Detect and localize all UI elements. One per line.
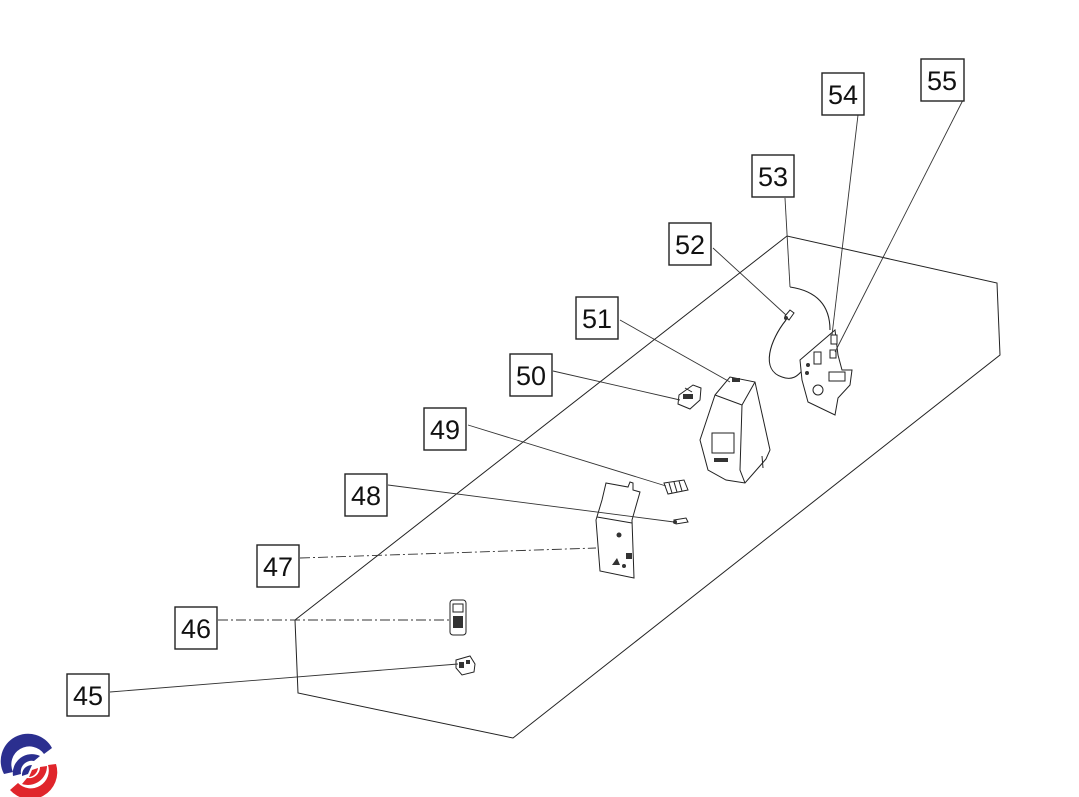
callout-label-48: 48 <box>351 481 381 511</box>
leader-45 <box>109 663 459 693</box>
leader-lines <box>109 99 964 693</box>
callout-48[interactable]: 48 <box>344 473 388 517</box>
callout-label-53: 53 <box>758 162 788 192</box>
callout-label-49: 49 <box>430 415 460 445</box>
leader-52 <box>712 247 787 316</box>
leader-55 <box>834 99 964 353</box>
callout-label-52: 52 <box>675 230 705 260</box>
callout-label-45: 45 <box>73 681 103 711</box>
leader-51 <box>619 319 731 383</box>
leader-47 <box>299 547 597 559</box>
callout-label-55: 55 <box>927 66 957 96</box>
callout-label-47: 47 <box>263 552 293 582</box>
part-50-connector <box>677 384 702 410</box>
callout-47[interactable]: 47 <box>256 544 300 588</box>
leader-50 <box>552 370 681 401</box>
callout-label-54: 54 <box>828 80 858 110</box>
leader-49 <box>467 424 667 487</box>
part-46-display-panel <box>449 599 467 636</box>
callout-label-46: 46 <box>181 614 211 644</box>
callout-55[interactable]: 55 <box>920 58 965 102</box>
callout-49[interactable]: 49 <box>423 407 467 451</box>
leader-54 <box>831 114 859 336</box>
part-45-connector-block <box>455 655 476 676</box>
leader-48 <box>387 484 675 523</box>
callout-label-50: 50 <box>516 361 546 391</box>
callout-50[interactable]: 50 <box>509 353 553 397</box>
brand-logo-icon <box>0 733 58 797</box>
part-51-housing <box>699 376 771 484</box>
part-54-55-control-board <box>799 329 853 416</box>
leader-53 <box>784 197 791 288</box>
callout-54[interactable]: 54 <box>821 72 865 116</box>
callout-label-51: 51 <box>582 304 612 334</box>
callout-51[interactable]: 51 <box>575 296 619 340</box>
parts <box>449 286 853 676</box>
part-52-53-sensor-cable <box>768 286 831 379</box>
callout-45[interactable]: 45 <box>66 673 110 717</box>
callout-52[interactable]: 52 <box>668 222 712 266</box>
part-47-bracket <box>595 481 641 579</box>
part-49-terminal <box>663 479 689 495</box>
callout-46[interactable]: 46 <box>174 606 218 650</box>
part-48-pin <box>673 517 689 525</box>
callout-53[interactable]: 53 <box>751 154 795 198</box>
callouts: 45 46 47 48 49 50 51 52 <box>66 58 965 717</box>
